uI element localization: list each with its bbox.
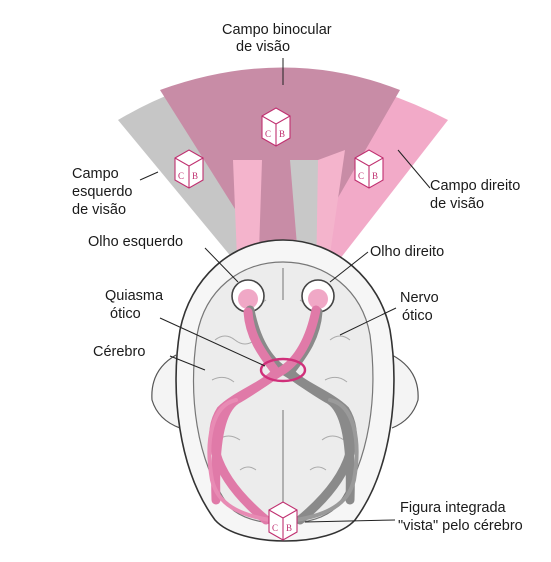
cube-letter-left: C	[178, 171, 184, 181]
left-field-leader	[140, 172, 158, 180]
cube-letter-right: B	[286, 523, 292, 533]
cube-letter-right: B	[372, 171, 378, 181]
left-eye-label: Olho esquerdo	[88, 234, 183, 250]
cube-right-field: C B	[355, 150, 383, 188]
head	[152, 240, 418, 541]
nerve-label-1: Nervo	[400, 290, 439, 306]
cube-letter-right: B	[279, 129, 285, 139]
right-field-label-2: de visão	[430, 196, 484, 212]
cube-left-field: C B	[175, 150, 203, 188]
cube-letter-left: C	[358, 171, 364, 181]
right-field-label-1: Campo direito	[430, 178, 520, 194]
chiasm-label-1: Quiasma	[105, 288, 164, 304]
nerve-label-2: ótico	[402, 308, 433, 324]
binocular-field-label-1: Campo binocular	[222, 22, 332, 38]
integrated-figure-label-2: "vista" pelo cérebro	[398, 518, 523, 534]
left-field-label-3: de visão	[72, 202, 126, 218]
cube-letter-left: C	[272, 523, 278, 533]
cube-binocular: C B	[262, 108, 290, 146]
left-field-label-2: esquerdo	[72, 184, 132, 200]
right-ear	[392, 355, 418, 428]
cube-integrated: C B	[269, 502, 297, 540]
left-field-label-1: Campo	[72, 166, 119, 182]
integrated-figure-label-1: Figura integrada	[400, 500, 507, 516]
cube-letter-left: C	[265, 129, 271, 139]
cube-letter-right: B	[192, 171, 198, 181]
right-eye-label: Olho direito	[370, 244, 444, 260]
brain-label: Cérebro	[93, 344, 145, 360]
binocular-field-label-2: de visão	[236, 39, 290, 55]
chiasm-label-2: ótico	[110, 306, 141, 322]
